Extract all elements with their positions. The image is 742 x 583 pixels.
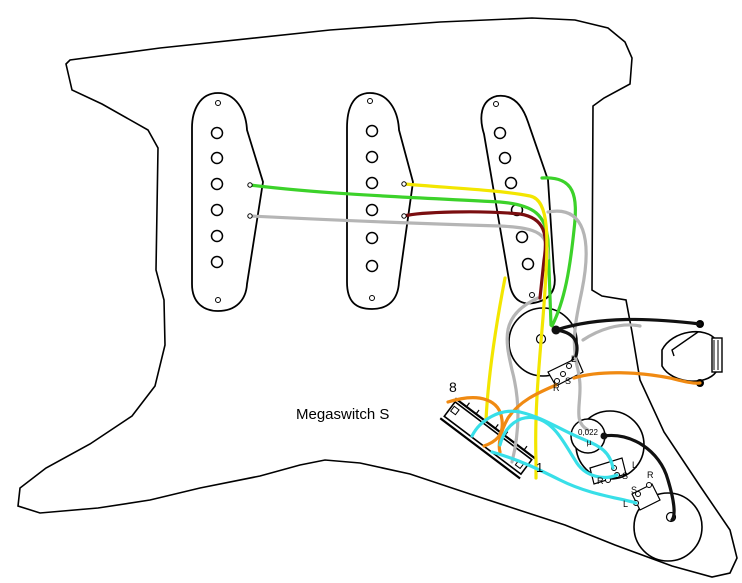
wire-gray-switch (505, 296, 540, 464)
tone1-lug-s: S (622, 471, 628, 481)
pole-piece (210, 151, 224, 165)
pole-piece (515, 230, 529, 244)
wire-gray-jack (581, 323, 642, 342)
wire-gray-neck (248, 214, 550, 260)
switch-lug-bottom: 1 (536, 460, 543, 475)
pole-piece (521, 257, 535, 271)
volume-lug-r: R (553, 383, 560, 393)
pole-piece (210, 203, 224, 217)
tone2-lug-r: R (647, 470, 654, 480)
pole-piece (210, 229, 224, 243)
pole-piece (365, 259, 379, 273)
pole-piece (365, 231, 379, 245)
pole-piece (504, 176, 518, 190)
capacitor-value: 0,022 (578, 428, 599, 437)
pole-piece (498, 151, 512, 165)
tone-pot-2 (631, 482, 703, 562)
output-jack (661, 320, 723, 387)
pole-piece (493, 126, 507, 140)
wire-cyan-3 (498, 415, 619, 479)
wire-black-jack (554, 317, 702, 332)
wire-orange-jack (572, 371, 702, 385)
volume-lug-l: L (571, 354, 576, 364)
wire-green-neck (248, 183, 553, 327)
wire-orange-switch (446, 396, 504, 448)
tone2-lug-l: L (623, 499, 628, 509)
switch-label: Megaswitch S (296, 406, 389, 423)
pole-piece (210, 126, 224, 140)
tone2-lug-s: S (631, 485, 637, 495)
volume-lug-s: S (565, 376, 571, 386)
wire-green-bridge (540, 176, 577, 328)
capacitor-unit: µ (587, 438, 592, 447)
pole-piece (210, 177, 224, 191)
wire-yellow-2 (484, 276, 507, 422)
wire-gray-ground (546, 209, 590, 432)
wire-cyan-2 (490, 450, 638, 505)
wire-cyan-1 (470, 409, 615, 470)
pole-piece (210, 255, 224, 269)
tone1-lug-l: L (632, 460, 637, 470)
tone1-lug-r: R (597, 476, 604, 486)
pole-piece (365, 203, 379, 217)
middle-pickup (346, 92, 414, 310)
pole-piece (365, 150, 379, 164)
wire-black-tone (602, 433, 676, 522)
switch-lug-top: 8 (449, 379, 457, 395)
pole-piece (365, 176, 379, 190)
neck-pickup (191, 92, 264, 312)
pole-piece (365, 124, 379, 138)
